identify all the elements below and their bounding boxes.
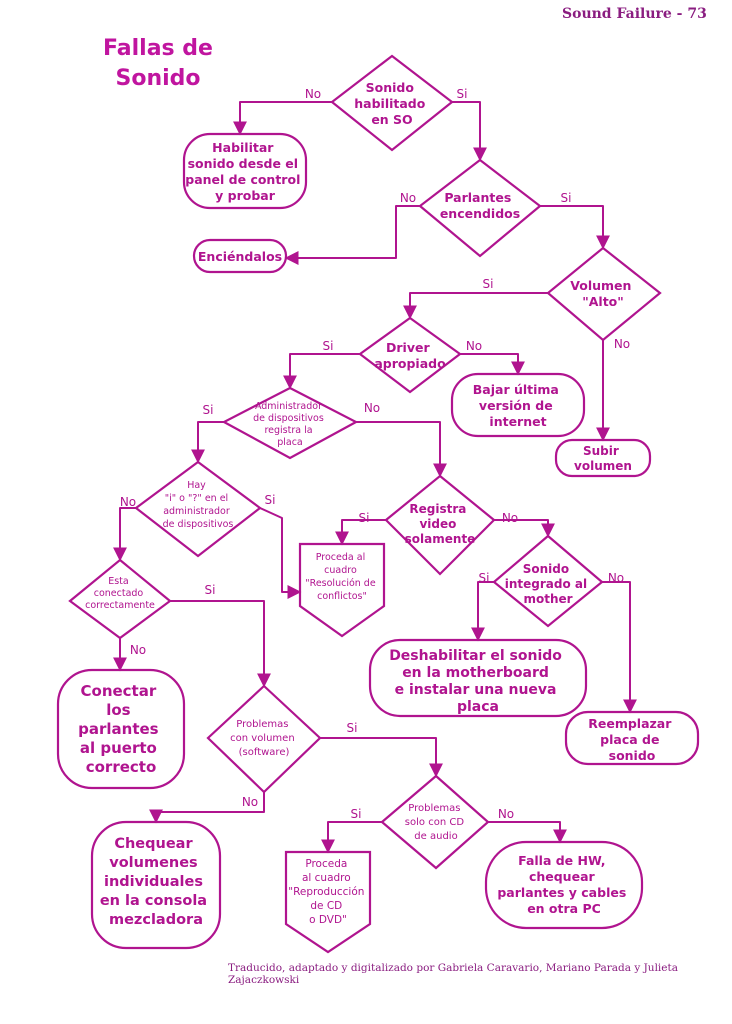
edge-label-pv-si: Si — [347, 721, 358, 735]
edge-label-hay-no: No — [120, 495, 136, 509]
edge-label-vid-no: No — [502, 511, 518, 525]
label-problemas-cd: Problemas solo con CD de audio — [405, 803, 467, 842]
decision-driver — [358, 316, 462, 394]
edge-label-int-si: Si — [479, 571, 490, 585]
edge-pv-si — [320, 737, 443, 778]
edge-adm-si — [191, 421, 224, 464]
edge-parl-no — [284, 205, 420, 265]
edge-drv-si — [283, 353, 360, 390]
decision-hay-signos — [134, 460, 262, 558]
decision-admin — [221, 386, 359, 460]
edge-cd-no — [488, 821, 567, 844]
edge-label-vid-si: Si — [359, 511, 370, 525]
edge-label-hay-si: Si — [265, 493, 276, 507]
label-subir: Subir volumen — [574, 444, 632, 473]
label-hay-signos: Hay "i" o "?" en el administrador de dis… — [163, 480, 234, 530]
edge-label-adm-no: No — [364, 401, 380, 415]
label-problemas-vol: Problemas con volumen (software) — [230, 719, 298, 758]
label-sonido-so: Sonido habilitado en SO — [354, 80, 429, 127]
edge-int-si — [471, 581, 494, 642]
title-line-2: Sonido — [115, 66, 201, 91]
edge-label-con-si: Si — [205, 583, 216, 597]
edge-int-no — [602, 581, 637, 714]
edge-label-adm-si: Si — [203, 403, 214, 417]
edge-hay-no — [113, 507, 136, 562]
edge-label-cd-si: Si — [351, 807, 362, 821]
label-admin: Administrador de dispositivos registra l… — [253, 401, 327, 448]
edge-label-parl-no: No — [400, 191, 416, 205]
edge-pv-no — [149, 792, 265, 824]
edge-label-vol-si: Si — [483, 277, 494, 291]
label-conectado: Esta conectado correctamente — [85, 576, 155, 611]
decision-conectado — [68, 558, 172, 640]
label-bajar: Bajar última versión de internet — [473, 382, 563, 429]
credits-footer: Traducido, adaptado y digitalizado por G… — [228, 962, 678, 986]
page-title: Fallas de Sonido — [98, 34, 218, 94]
label-habilitar: Habilitar sonido desde el panel de contr… — [185, 140, 304, 203]
decision-sonido-so — [330, 54, 454, 152]
label-registra-video: Registra video solamente — [405, 502, 476, 546]
label-falla-hw: Falla de HW, chequear parlantes y cables… — [497, 853, 630, 916]
edge-label-cd-no: No — [498, 807, 514, 821]
title-line-1: Fallas de — [103, 36, 213, 61]
label-deshabilitar: Deshabilitar el sonido en la motherboard… — [389, 648, 567, 715]
edge-label-drv-si: Si — [323, 339, 334, 353]
label-chequear-vol: Chequear volumenes individuales en la co… — [100, 836, 212, 928]
edge-drv-no — [460, 353, 525, 376]
decision-registra-video — [384, 474, 496, 576]
label-integrado: Sonido integrado al mother — [505, 562, 592, 606]
edge-label-vol-no: No — [614, 337, 630, 351]
edge-adm-no — [356, 421, 447, 478]
edge-label-int-no: No — [608, 571, 624, 585]
edge-label-so-no: No — [305, 87, 321, 101]
label-volumen-alto: Volumen "Alto" — [570, 278, 636, 309]
edge-so-no — [233, 101, 332, 136]
edge-label-pv-no: No — [242, 795, 258, 809]
decision-integrado — [492, 534, 604, 628]
edge-parl-si — [540, 205, 610, 250]
label-conectar: Conectar los parlantes al puerto correct… — [78, 682, 164, 776]
edge-label-so-si: Si — [457, 87, 468, 101]
edge-so-si — [452, 101, 487, 162]
label-proceda-cd: Proceda al cuadro "Reproducción de CD o … — [288, 858, 368, 926]
label-encendalos: Enciéndalos — [198, 249, 282, 264]
edge-label-drv-no: No — [466, 339, 482, 353]
label-parlantes: Parlantes encendidos — [440, 190, 520, 221]
edge-con-si — [170, 600, 271, 688]
label-reemplazar: Reemplazar placa de sonido — [588, 716, 676, 763]
decision-problemas-cd — [380, 774, 490, 870]
label-driver: Driver apropiado — [374, 340, 446, 371]
box-proceda-cd — [284, 850, 372, 954]
label-proceda-conflictos: Proceda al cuadro "Resolución de conflic… — [305, 552, 378, 602]
edge-vid-no — [494, 519, 555, 538]
edge-cd-si — [321, 821, 382, 854]
edge-label-con-no: No — [130, 643, 146, 657]
decision-parlantes — [418, 158, 542, 258]
edge-hay-si — [259, 507, 302, 599]
edge-label-parl-si: Si — [561, 191, 572, 205]
page-header: Sound Failure - 73 — [562, 6, 707, 22]
edge-vid-si — [335, 519, 386, 546]
edge-vol-si — [403, 292, 548, 320]
